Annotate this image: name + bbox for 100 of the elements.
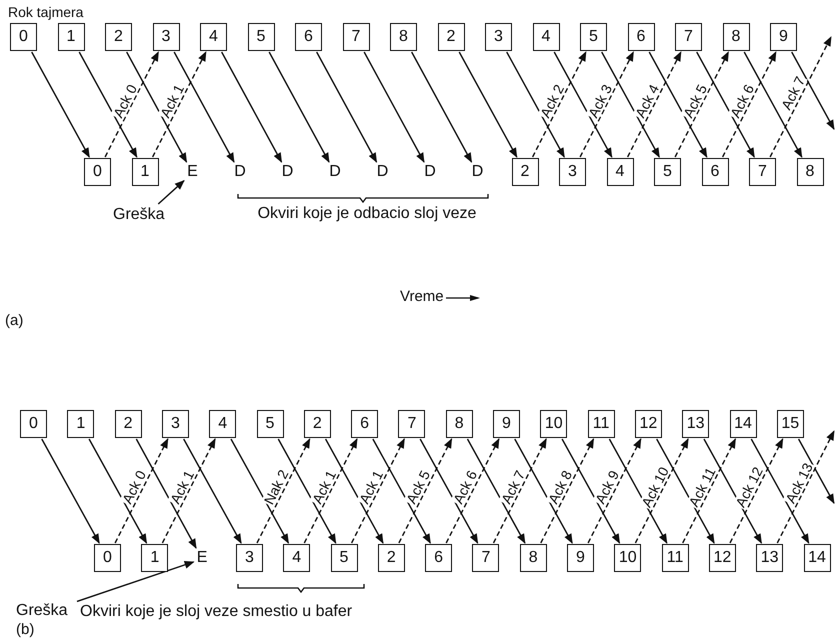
arrow [798, 438, 835, 504]
arrow [703, 438, 762, 544]
arrow [608, 438, 668, 544]
arrow [78, 52, 138, 158]
frame-box: 2 [105, 23, 132, 51]
dashed-arrow [398, 438, 452, 544]
frame-box: 13 [756, 544, 784, 572]
frame-box: 8 [796, 158, 824, 186]
frame-box: 1 [67, 410, 94, 438]
frame-box: 9 [567, 544, 594, 572]
dashed-arrow [104, 51, 160, 158]
frame-box: 5 [256, 410, 284, 438]
leader-line [76, 561, 195, 602]
dashed-arrow [579, 51, 634, 158]
dashed-arrow [729, 438, 784, 544]
frame-box: 11 [662, 544, 689, 572]
frame-box: 6 [628, 23, 654, 51]
dashed-arrow [674, 51, 730, 158]
frame-box: 5 [330, 544, 358, 572]
dashed-arrow [256, 438, 310, 544]
frame-box: 2 [304, 410, 331, 438]
frame-status-letter: E [194, 549, 210, 569]
arrow [278, 438, 336, 544]
arrow [458, 52, 518, 158]
arrow [41, 438, 100, 544]
frame-box: 0 [84, 158, 111, 186]
dashed-arrow [587, 438, 642, 544]
frame-box: 7 [472, 544, 500, 572]
frame-box: 15 [776, 410, 804, 438]
frame-box: 5 [654, 158, 681, 186]
arrow [136, 438, 197, 549]
arrow [420, 438, 478, 544]
arrow [561, 438, 620, 544]
arrow [174, 52, 235, 163]
frame-status-letter: D [422, 163, 438, 183]
panel-label: (b) [16, 621, 34, 638]
arrow [31, 52, 90, 158]
arrow [411, 52, 472, 163]
arrow [466, 438, 526, 544]
frame-status-letter: D [328, 163, 342, 183]
edge-label: Nak 2 [261, 467, 292, 508]
dashed-arrow [634, 438, 689, 544]
frame-box: 4 [209, 410, 236, 438]
frame-box: 0 [20, 410, 47, 438]
bracket-label: Okviri koje je sloj veze smestio u bafer [80, 603, 352, 621]
arrow [324, 438, 384, 544]
frame-status-letter: D [280, 163, 295, 183]
frame-box: 3 [162, 410, 189, 438]
frame-box: 5 [248, 23, 274, 51]
panel-label: (a) [5, 312, 24, 329]
frame-box: 6 [351, 410, 378, 438]
frame-box: 7 [398, 410, 426, 438]
arrow [88, 438, 148, 544]
frame-box: 9 [493, 410, 520, 438]
arrow [554, 52, 612, 158]
error-label: Greška [113, 205, 177, 227]
arrow [316, 52, 378, 163]
frame-box: 6 [425, 544, 452, 572]
edge-label: Ack 13 [782, 460, 815, 507]
edge-label: Ack 12 [732, 464, 766, 511]
frame-box: 3 [152, 23, 180, 51]
frame-box: 1 [58, 23, 84, 51]
dashed-arrow [350, 438, 405, 544]
frame-box: 4 [200, 23, 227, 51]
frame-box: 1 [132, 158, 158, 186]
frame-box: 7 [342, 23, 370, 51]
dashed-arrow [722, 51, 777, 158]
frame-box: 0 [10, 23, 37, 51]
frame-box: 4 [606, 158, 634, 186]
frame-box: 8 [520, 544, 547, 572]
error-label: Greška [16, 601, 76, 623]
dashed-arrow [162, 438, 216, 544]
dashed-arrow [532, 51, 587, 158]
frame-box: 3 [236, 544, 263, 572]
frame-box: 12 [634, 410, 662, 438]
frame-box: 0 [94, 544, 121, 572]
arrow [514, 438, 573, 544]
frame-box: 7 [675, 23, 702, 51]
frame-box: 9 [770, 23, 797, 51]
frame-box: 2 [438, 23, 464, 51]
edge-label: Ack 5 [680, 81, 710, 121]
leader-line [158, 180, 185, 205]
arrow [656, 438, 715, 544]
timer-label: Rok tajmera [8, 4, 84, 20]
frame-box: 13 [682, 410, 710, 438]
dashed-arrow [304, 438, 358, 544]
arrow [791, 52, 835, 130]
frame-box: 14 [730, 410, 756, 438]
frame-box: 3 [559, 158, 586, 186]
arrow [268, 52, 330, 163]
frame-status-letter: D [375, 163, 390, 183]
time-axis-label: Vreme [400, 288, 444, 305]
dashed-arrow [769, 36, 832, 158]
frame-box: 8 [722, 23, 750, 51]
frame-box: 8 [446, 410, 473, 438]
frame-status-letter: D [470, 163, 485, 183]
frame-box: 7 [749, 158, 776, 186]
arrow [221, 52, 282, 163]
dashed-arrow [776, 430, 835, 544]
dashed-arrow [114, 438, 168, 544]
